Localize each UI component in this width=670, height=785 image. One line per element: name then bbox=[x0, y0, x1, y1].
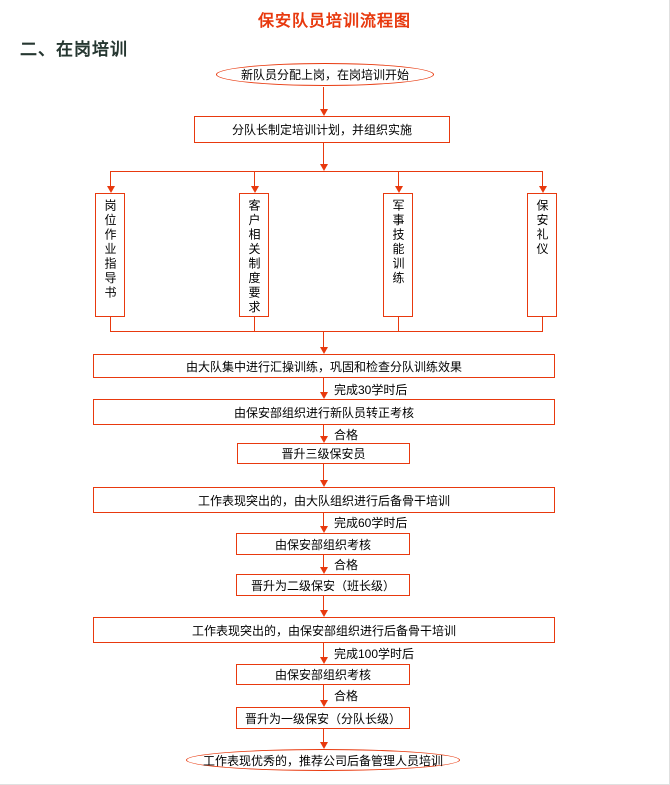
connector-column-4-merge bbox=[542, 317, 543, 331]
connector-promote3-backbone bbox=[319, 464, 328, 487]
security-dept-exam-box-2: 由保安部组织考核 bbox=[236, 664, 410, 685]
backbone-training-brigade-box: 工作表现突出的，由大队组织进行后备骨干培训 bbox=[93, 487, 555, 513]
end-oval: 工作表现优秀的，推荐公司后备管理人员培训 bbox=[186, 749, 460, 771]
promote-level3-box: 晋升三级保安员 bbox=[237, 443, 410, 464]
plan-box: 分队长制定培训计划，并组织实施 bbox=[194, 116, 450, 143]
new-member-exam-box: 由保安部组织进行新队员转正考核 bbox=[93, 399, 555, 425]
consolidate-box: 由大队集中进行汇操训练，巩固和检查分队训练效果 bbox=[93, 354, 555, 378]
column-box-client-rules: 客户相关制度要求 bbox=[239, 193, 269, 317]
connector-backbone2-exam2 bbox=[319, 643, 328, 664]
connector-promote1-end bbox=[319, 729, 328, 749]
column-box-job-instruction: 岗位作业指导书 bbox=[95, 193, 125, 317]
label-pass-1: 合格 bbox=[334, 428, 359, 442]
connector-branch-column-2 bbox=[250, 172, 259, 193]
connector-branch-column-1 bbox=[106, 172, 115, 193]
column-box-label: 岗位作业指导书 bbox=[103, 199, 117, 301]
label-100-hours: 完成100学时后 bbox=[334, 647, 415, 661]
promote-level2-box: 晋升为二级保安（班长级） bbox=[236, 574, 410, 596]
promote-level1-box: 晋升为一级保安（分队长级） bbox=[236, 707, 410, 729]
connector-promote2-backbone2 bbox=[319, 596, 328, 617]
connector-exam-promote3 bbox=[319, 425, 328, 443]
column-box-label: 保安礼仪 bbox=[535, 199, 549, 257]
label-pass-2: 合格 bbox=[334, 558, 359, 572]
connector-column-2-merge bbox=[254, 317, 255, 331]
branch-line bbox=[110, 171, 543, 172]
connector-column-1-merge bbox=[110, 317, 111, 331]
label-pass-3: 合格 bbox=[334, 689, 359, 703]
section-heading: 二、在岗培训 bbox=[20, 40, 128, 59]
label-60-hours: 完成60学时后 bbox=[334, 516, 408, 530]
column-box-label: 客户相关制度要求 bbox=[247, 199, 261, 315]
column-box-military-skills: 军事技能训练 bbox=[383, 193, 413, 317]
column-box-label: 军事技能训练 bbox=[391, 199, 405, 286]
connector-column-3-merge bbox=[398, 317, 399, 331]
page-title: 保安队员培训流程图 bbox=[257, 13, 411, 30]
connector-branch-column-3 bbox=[394, 172, 403, 193]
security-dept-exam-box-1: 由保安部组织考核 bbox=[236, 533, 410, 555]
connector-exam2-promote1 bbox=[319, 685, 328, 707]
label-30-hours: 完成30学时后 bbox=[334, 383, 408, 397]
column-box-security-etiquette: 保安礼仪 bbox=[527, 193, 557, 317]
start-oval: 新队员分配上岗，在岗培训开始 bbox=[216, 63, 434, 86]
backbone-training-dept-box: 工作表现突出的，由保安部组织进行后备骨干培训 bbox=[93, 617, 555, 643]
connector-exam1-promote2 bbox=[319, 555, 328, 574]
connector-backbone-exam1 bbox=[319, 513, 328, 533]
merge-line bbox=[110, 331, 543, 332]
connector-start-plan bbox=[319, 87, 328, 116]
connector-plan-branch bbox=[319, 143, 328, 171]
connector-merge-consolidate bbox=[319, 332, 328, 354]
connector-consolidate-exam bbox=[319, 378, 328, 399]
connector-branch-column-4 bbox=[538, 172, 547, 193]
